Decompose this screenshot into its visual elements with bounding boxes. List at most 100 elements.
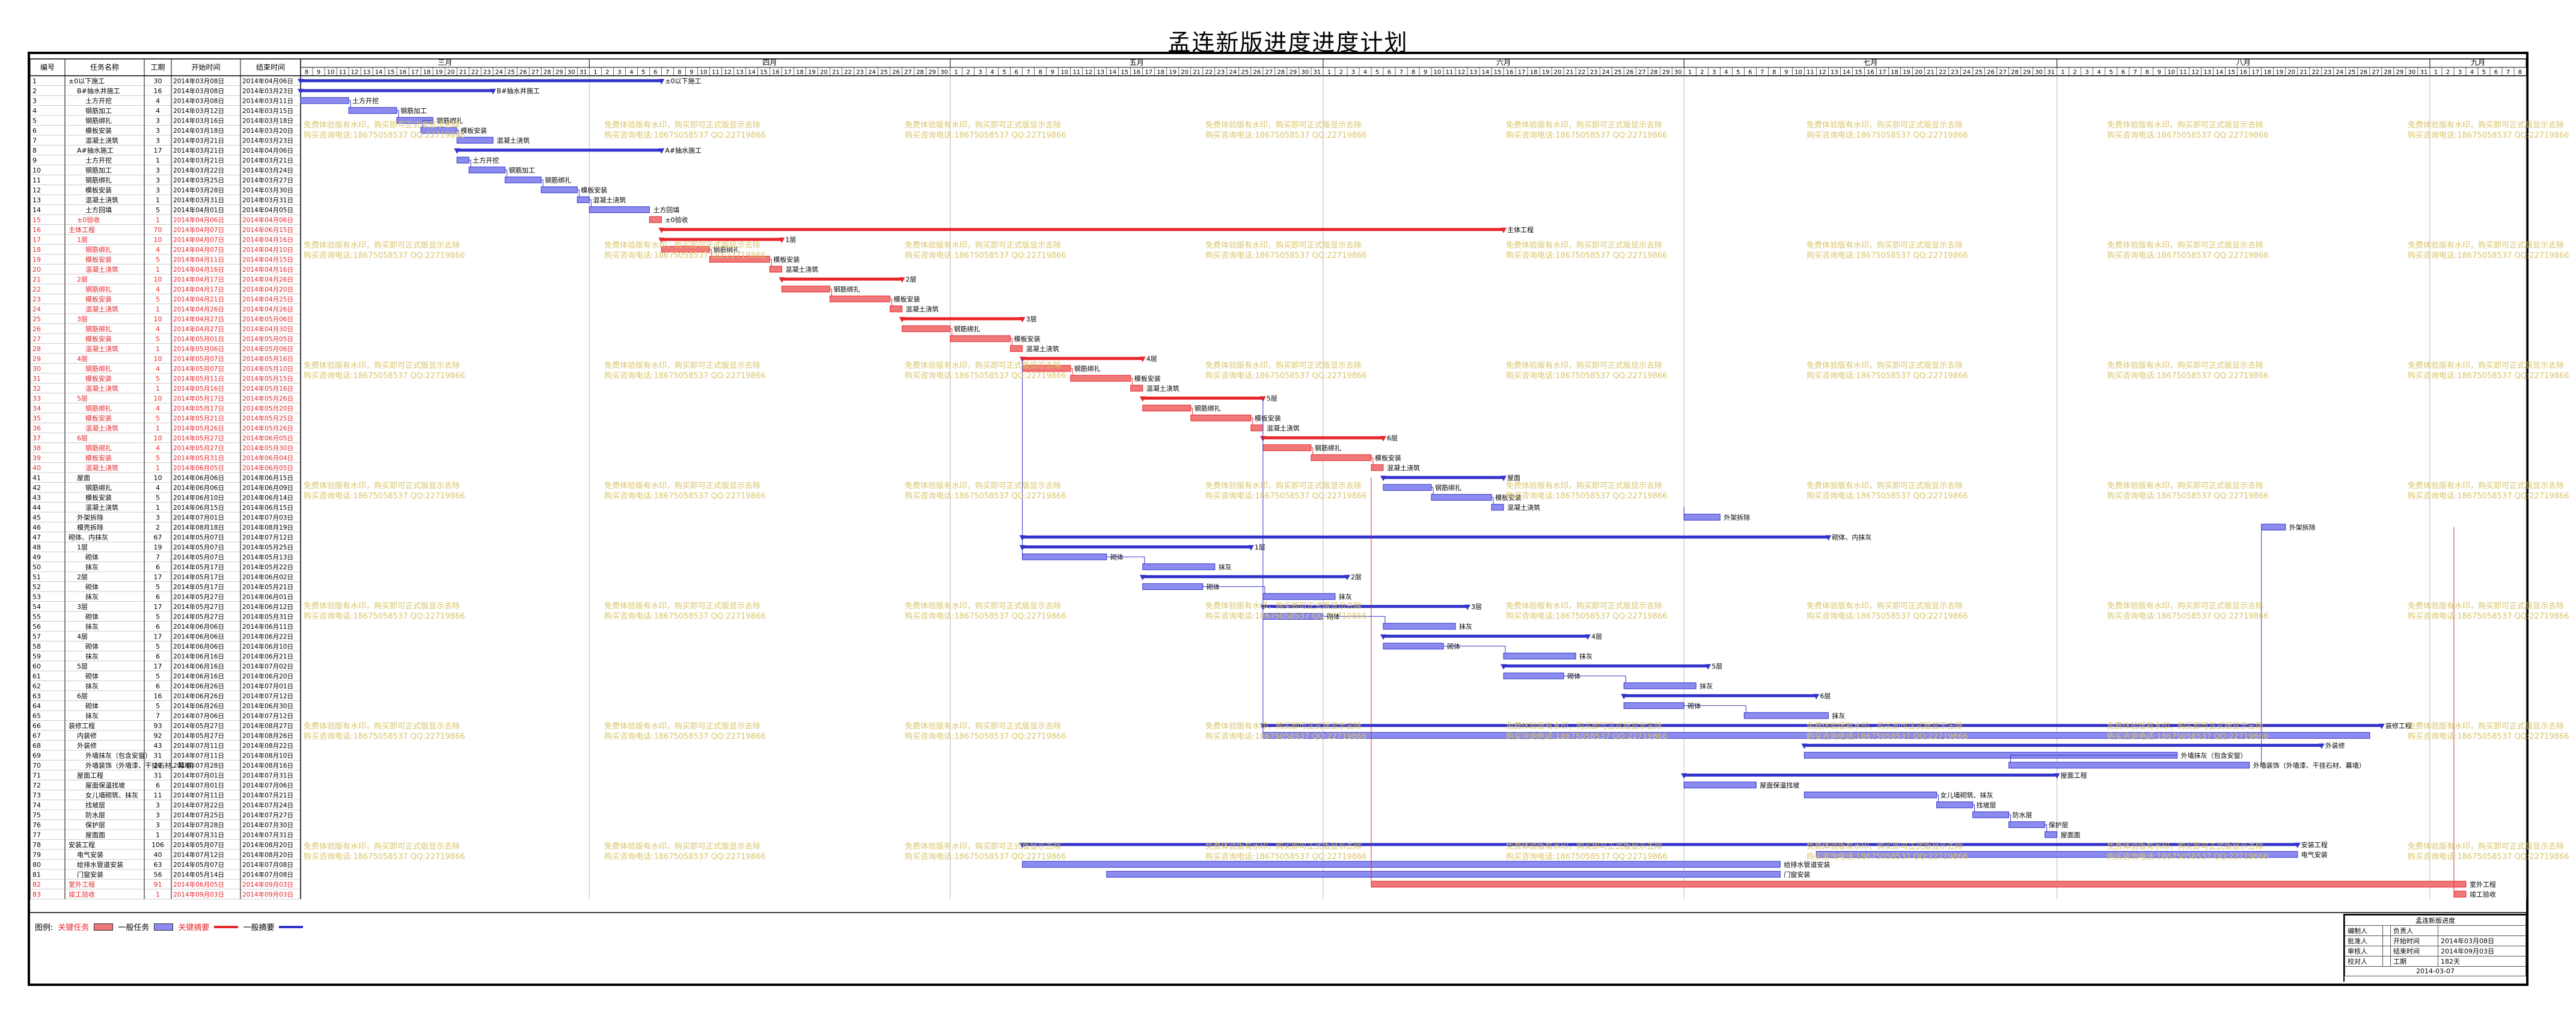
summary-cap-left bbox=[1139, 575, 1146, 581]
summary-bar bbox=[661, 237, 782, 241]
day-tick-label: 18 bbox=[796, 69, 804, 76]
day-tick-label: 2 bbox=[2073, 69, 2076, 76]
task-end: 2014年05月30日 bbox=[242, 444, 293, 452]
task-id: 7 bbox=[32, 136, 37, 144]
task-end: 2014年03月20日 bbox=[242, 127, 293, 135]
day-tick-label: 21 bbox=[1927, 69, 1935, 76]
bar-label: 土方开挖 bbox=[352, 96, 379, 105]
dependency-link bbox=[1443, 646, 1506, 653]
task-duration: 3 bbox=[156, 167, 160, 174]
summary-cap-right bbox=[779, 237, 785, 243]
day-tick-label: 14 bbox=[2215, 69, 2223, 76]
task-id: 23 bbox=[32, 295, 41, 303]
task-name: 混凝土浇筑 bbox=[85, 195, 118, 204]
task-end: 2014年08月10日 bbox=[242, 751, 293, 759]
day-tick-label: 11 bbox=[1446, 69, 1454, 76]
day-tick-label: 10 bbox=[700, 69, 708, 76]
task-duration: 7 bbox=[156, 553, 160, 561]
dependency-link bbox=[769, 259, 772, 266]
dependency-link bbox=[2008, 814, 2012, 822]
task-duration: 6 bbox=[156, 652, 160, 660]
task-name: 3层 bbox=[77, 315, 88, 323]
task-id: 18 bbox=[32, 246, 41, 254]
task-start: 2014年05月27日 bbox=[173, 613, 224, 620]
task-id: 34 bbox=[32, 405, 41, 412]
month-label: 六月 bbox=[1496, 58, 1511, 67]
task-bar bbox=[1142, 563, 1216, 571]
day-tick-label: 22 bbox=[1205, 69, 1213, 76]
day-tick-label: 30 bbox=[2035, 69, 2043, 76]
task-duration: 5 bbox=[156, 256, 160, 263]
task-bar bbox=[950, 335, 1011, 342]
day-tick-label: 12 bbox=[2191, 69, 2199, 76]
day-tick-label: 5 bbox=[2482, 69, 2486, 76]
task-end: 2014年04月10日 bbox=[242, 246, 293, 254]
bar-label: 模板安装 bbox=[894, 295, 920, 303]
day-tick-label: 12 bbox=[351, 69, 359, 76]
task-start: 2014年06月26日 bbox=[173, 692, 224, 700]
day-tick-label: 16 bbox=[399, 69, 407, 76]
day-tick-label: 14 bbox=[748, 69, 756, 76]
chart-frame bbox=[28, 52, 2529, 986]
task-end: 2014年05月15日 bbox=[242, 375, 293, 382]
day-tick-label: 21 bbox=[459, 69, 467, 76]
day-tick-label: 7 bbox=[1026, 69, 1030, 76]
table-header: 结束时间 bbox=[256, 63, 285, 72]
summary-cap-right bbox=[1813, 694, 1820, 700]
dependency-link bbox=[1684, 705, 1746, 713]
bar-label: 钢筋绑扎 bbox=[954, 325, 981, 333]
task-bar bbox=[1816, 851, 2298, 858]
task-end: 2014年08月20日 bbox=[242, 841, 293, 849]
task-start: 2014年07月01日 bbox=[173, 771, 224, 779]
task-name: 模板安装 bbox=[85, 453, 112, 462]
bar-label: 混凝土浇筑 bbox=[1387, 464, 1420, 472]
task-id: 52 bbox=[32, 583, 41, 591]
task-name: 土方开挖 bbox=[85, 156, 112, 164]
bar-label: 抹灰 bbox=[1219, 563, 1232, 571]
dependency-link bbox=[457, 130, 459, 138]
task-duration: 1 bbox=[156, 385, 160, 393]
bar-label: 抹灰 bbox=[1459, 622, 1472, 631]
task-id: 64 bbox=[32, 702, 41, 710]
sign-cell: 负责人 bbox=[2390, 925, 2438, 936]
task-duration: 5 bbox=[156, 613, 160, 620]
day-tick-label: 18 bbox=[2263, 69, 2271, 76]
task-start: 2014年03月16日 bbox=[173, 117, 224, 124]
task-duration: 91 bbox=[154, 881, 162, 889]
task-duration: 1 bbox=[156, 345, 160, 353]
sign-cell: 审核人 bbox=[2345, 946, 2383, 956]
month-label: 三月 bbox=[438, 58, 452, 67]
task-duration: 10 bbox=[154, 394, 162, 402]
day-tick-label: 6 bbox=[653, 69, 657, 76]
task-id: 29 bbox=[32, 355, 41, 363]
day-tick-label: 29 bbox=[1290, 69, 1297, 76]
day-tick-label: 29 bbox=[2023, 69, 2031, 76]
task-bar bbox=[577, 196, 590, 203]
task-name: 装修工程 bbox=[69, 721, 95, 730]
task-start: 2014年04月07日 bbox=[173, 226, 224, 234]
task-duration: 31 bbox=[154, 771, 162, 779]
day-tick-label: 28 bbox=[543, 69, 551, 76]
day-tick-label: 22 bbox=[1578, 69, 1586, 76]
task-end: 2014年06月01日 bbox=[242, 593, 293, 601]
task-bar bbox=[1371, 881, 2467, 888]
task-name: 4层 bbox=[77, 632, 88, 640]
day-tick-label: 13 bbox=[363, 69, 371, 76]
task-end: 2014年03月11日 bbox=[242, 97, 293, 105]
task-id: 56 bbox=[32, 623, 41, 631]
summary-bar bbox=[457, 148, 662, 152]
task-end: 2014年07月08日 bbox=[242, 871, 293, 878]
task-duration: 7 bbox=[156, 712, 160, 720]
task-name: 抹灰 bbox=[85, 622, 99, 631]
task-duration: 5 bbox=[156, 295, 160, 303]
day-tick-label: 24 bbox=[2336, 69, 2343, 76]
dependency-link bbox=[397, 110, 399, 118]
task-id: 46 bbox=[32, 524, 41, 531]
day-tick-label: 8 bbox=[305, 69, 308, 76]
task-start: 2014年05月14日 bbox=[173, 871, 224, 878]
task-end: 2014年03月15日 bbox=[242, 107, 293, 115]
day-tick-label: 19 bbox=[1169, 69, 1176, 76]
day-tick-label: 20 bbox=[820, 69, 828, 76]
task-name: 6层 bbox=[77, 434, 88, 442]
day-tick-label: 27 bbox=[531, 69, 539, 76]
